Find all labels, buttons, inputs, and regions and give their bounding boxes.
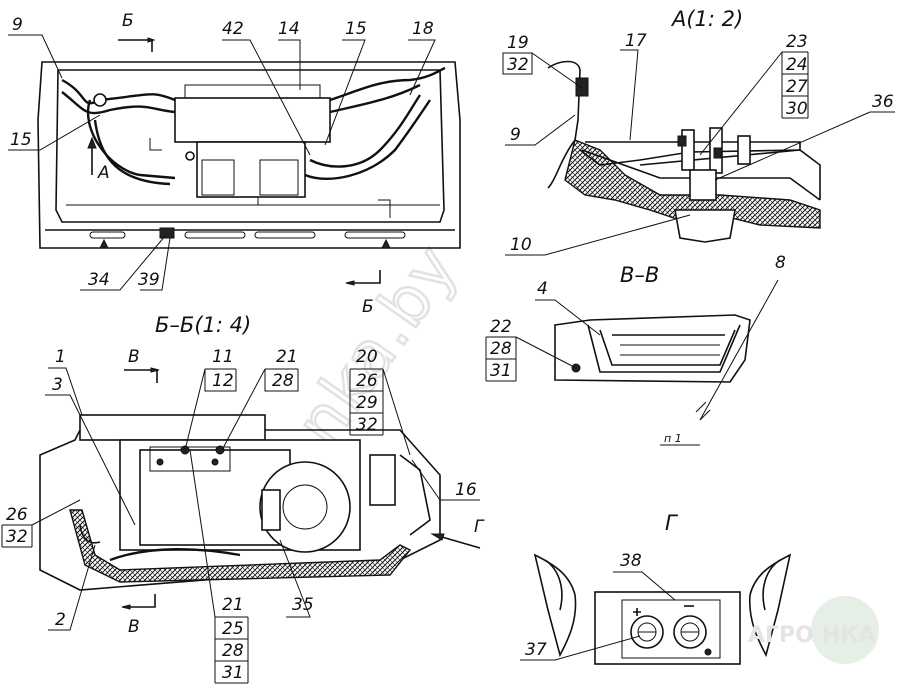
label-16: 16 xyxy=(455,480,477,500)
label-28-bottom: 28 xyxy=(222,641,244,661)
label-8: 8 xyxy=(775,253,786,273)
label-15-left: 15 xyxy=(10,130,32,150)
label-32: 32 xyxy=(507,55,529,75)
label-38: 38 xyxy=(620,551,642,571)
watermark: nka.by xyxy=(282,231,473,459)
section-bb-title: Б–Б(1: 4) xyxy=(155,313,251,337)
label-4: 4 xyxy=(537,279,548,299)
view-g: Г 38 37 xyxy=(520,511,792,665)
agronka-logo: АГРО НКА xyxy=(748,596,879,664)
label-11: 11 xyxy=(212,347,234,367)
label-27: 27 xyxy=(786,77,808,97)
logo-text-nka: НКА xyxy=(822,623,875,648)
label-15-top: 15 xyxy=(345,19,367,39)
label-19: 19 xyxy=(507,33,529,53)
label-18: 18 xyxy=(412,19,434,39)
label-35: 35 xyxy=(292,595,314,615)
arrow-g-label: Г xyxy=(474,517,485,537)
section-bb: Б–Б(1: 4) В В Г 1 3 11 12 xyxy=(1,313,485,684)
detail-a-title: А(1: 2) xyxy=(670,7,743,31)
cut-b-top: Б xyxy=(122,11,134,31)
label-29: 29 xyxy=(356,393,378,413)
arrow-a-label: А xyxy=(97,163,110,183)
label-26-top: 26 xyxy=(356,371,378,391)
label-28-vv: 28 xyxy=(490,339,512,359)
label-24: 24 xyxy=(786,55,808,75)
label-31-bottom: 31 xyxy=(222,663,244,683)
label-14: 14 xyxy=(278,19,300,39)
logo-text-agro: АГРО xyxy=(748,623,814,648)
label-32-top: 32 xyxy=(356,415,378,435)
label-25: 25 xyxy=(222,619,244,639)
label-39: 39 xyxy=(138,270,160,290)
top-view: А Б Б 9 42 14 15 18 15 34 39 xyxy=(8,11,461,317)
label-10: 10 xyxy=(510,235,532,255)
label-12: 12 xyxy=(212,371,234,391)
section-vv: В–В 8 п 1 4 22 28 31 xyxy=(485,253,786,446)
cut-v-top: В xyxy=(128,347,140,367)
label-22: 22 xyxy=(490,317,512,337)
note-p1: п 1 xyxy=(664,432,682,445)
label-9: 9 xyxy=(12,15,23,35)
view-g-title: Г xyxy=(665,511,679,535)
label-17: 17 xyxy=(625,31,647,51)
label-9-detail: 9 xyxy=(510,125,521,145)
label-32-left: 32 xyxy=(6,527,28,547)
label-34: 34 xyxy=(88,270,110,290)
label-2: 2 xyxy=(55,610,66,630)
label-26-left: 26 xyxy=(6,505,28,525)
label-28-top: 28 xyxy=(272,371,294,391)
label-1: 1 xyxy=(55,347,66,367)
label-37: 37 xyxy=(525,640,547,660)
label-21-top: 21 xyxy=(276,347,298,367)
section-vv-title: В–В xyxy=(620,263,659,287)
label-36: 36 xyxy=(872,92,894,112)
label-30: 30 xyxy=(786,99,808,119)
label-31-vv: 31 xyxy=(490,361,512,381)
cut-v-bottom: В xyxy=(128,617,140,637)
detail-a: А(1: 2) 19 32 23 24 27 30 17 9 36 xyxy=(502,7,895,256)
cut-b-bottom: Б xyxy=(362,297,374,317)
label-3: 3 xyxy=(52,375,63,395)
label-21-bottom: 21 xyxy=(222,595,244,615)
label-42: 42 xyxy=(222,19,244,39)
label-20: 20 xyxy=(356,347,378,367)
label-23: 23 xyxy=(786,32,808,52)
